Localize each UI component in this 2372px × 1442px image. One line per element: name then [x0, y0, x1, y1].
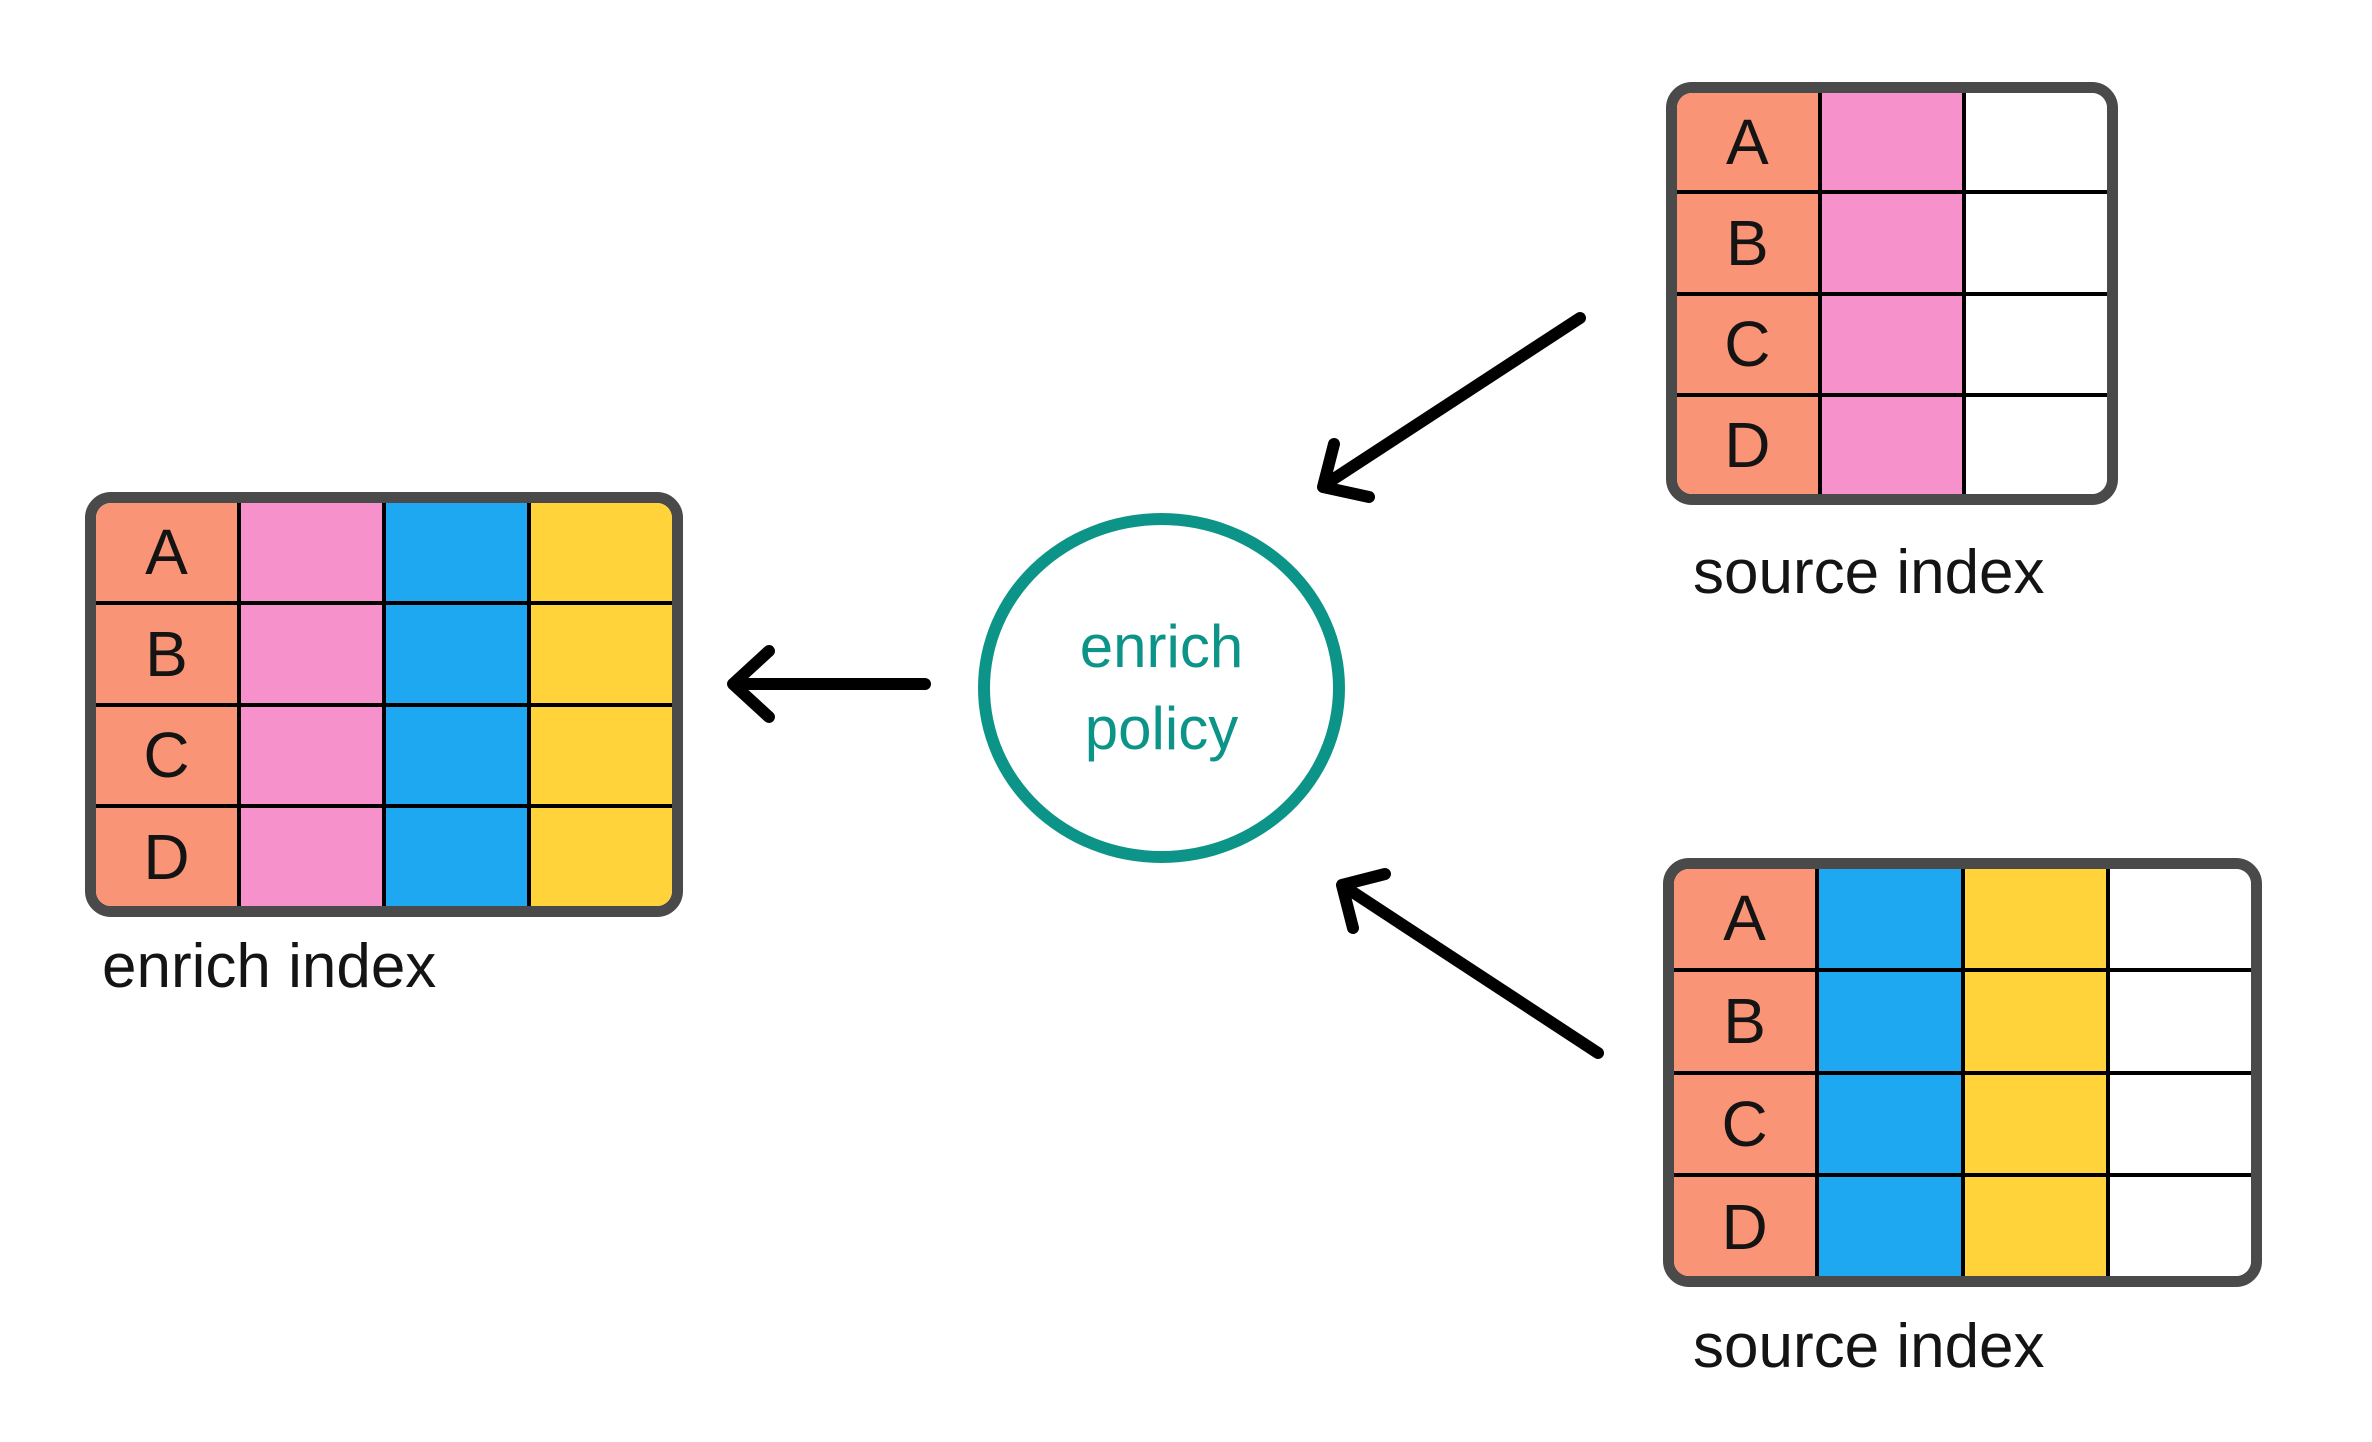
- row-label: D: [1721, 1190, 1768, 1263]
- row-label-cell: C: [1674, 1074, 1816, 1174]
- table-cell: [237, 503, 382, 601]
- table-cell: [382, 604, 527, 703]
- table-cell: [1817, 194, 1963, 292]
- table-cell: [1815, 971, 1961, 1071]
- row-label: C: [143, 719, 190, 792]
- row-label: B: [1725, 206, 1769, 279]
- row-label-cell: B: [1677, 194, 1818, 292]
- table-cell: [527, 706, 672, 805]
- enrich-policy-label-line1: enrich: [1079, 613, 1244, 680]
- table-cell: [527, 503, 672, 601]
- table-cell: [1962, 93, 2107, 191]
- table-cell: [1817, 93, 1963, 191]
- row-label: D: [143, 821, 190, 894]
- table-cell: [2105, 971, 2251, 1071]
- table-cell: [1817, 396, 1963, 494]
- table-row: A: [1677, 93, 2107, 191]
- row-label: D: [1724, 409, 1771, 482]
- row-label-cell: C: [96, 706, 237, 805]
- arrow-source-bottom-to-policy-head: [1336, 868, 1391, 934]
- table-cell: [237, 808, 382, 906]
- table-row: A: [1674, 869, 2251, 968]
- table-cell: [527, 604, 672, 703]
- row-label-cell: B: [1674, 971, 1816, 1071]
- arrow-policy-to-enrich-head: [727, 645, 775, 723]
- source-index-top-label: source index: [1693, 538, 2045, 607]
- row-label-cell: A: [1674, 869, 1816, 968]
- table-cell: [1817, 295, 1963, 393]
- table-row: B: [96, 600, 672, 703]
- table-cell: [2105, 869, 2251, 968]
- table-cell: [1962, 295, 2107, 393]
- table-row: C: [96, 702, 672, 805]
- row-label-cell: D: [1677, 396, 1818, 494]
- source-index-bottom-label: source index: [1693, 1312, 2045, 1381]
- table-row: C: [1674, 1070, 2251, 1174]
- enrich-policy-label-line2: policy: [1084, 695, 1239, 762]
- row-label-cell: C: [1677, 295, 1818, 393]
- table-row: B: [1677, 190, 2107, 292]
- table-cell: [1960, 869, 2106, 968]
- row-label-cell: A: [96, 503, 237, 601]
- table-cell: [237, 706, 382, 805]
- row-label-cell: D: [96, 808, 237, 906]
- table-cell: [1815, 1177, 1961, 1276]
- table-row: D: [1677, 392, 2107, 494]
- table-cell: [1960, 1177, 2106, 1276]
- row-label: B: [1723, 985, 1766, 1058]
- table-row: D: [1674, 1173, 2251, 1276]
- arrow-source-bottom-to-policy-line: [1342, 883, 1604, 1059]
- table-cell: [1960, 971, 2106, 1071]
- table-cell: [527, 808, 672, 906]
- table-cell: [2105, 1074, 2251, 1174]
- table-cell: [1962, 396, 2107, 494]
- row-label: A: [1725, 105, 1769, 178]
- enrich-policy-circle: enrich policy: [978, 513, 1345, 863]
- row-label: C: [1721, 1087, 1768, 1160]
- table-cell: [1960, 1074, 2106, 1174]
- row-label-cell: A: [1677, 93, 1818, 191]
- source-index-top-table: A B C D: [1666, 82, 2118, 505]
- table-row: B: [1674, 967, 2251, 1071]
- row-label-cell: D: [1674, 1177, 1816, 1276]
- table-row: D: [96, 804, 672, 906]
- table-cell: [1815, 869, 1961, 968]
- table-cell: [382, 808, 527, 906]
- table-cell: [1815, 1074, 1961, 1174]
- table-cell: [382, 706, 527, 805]
- row-label: B: [145, 617, 188, 690]
- table-cell: [2105, 1177, 2251, 1276]
- row-label-cell: B: [96, 604, 237, 703]
- source-index-bottom-table: A B C D: [1663, 858, 2262, 1287]
- table-row: A: [96, 503, 672, 601]
- table-cell: [1962, 194, 2107, 292]
- enrich-index-label: enrich index: [102, 932, 437, 1001]
- arrow-source-top-to-policy-head: [1317, 438, 1375, 503]
- row-label: A: [1723, 882, 1766, 955]
- row-label: A: [145, 515, 188, 588]
- row-label: C: [1724, 308, 1771, 381]
- table-row: C: [1677, 291, 2107, 393]
- arrow-source-top-to-policy-line: [1323, 312, 1586, 488]
- enrich-index-table: A B C D: [85, 492, 683, 917]
- table-cell: [382, 503, 527, 601]
- table-cell: [237, 604, 382, 703]
